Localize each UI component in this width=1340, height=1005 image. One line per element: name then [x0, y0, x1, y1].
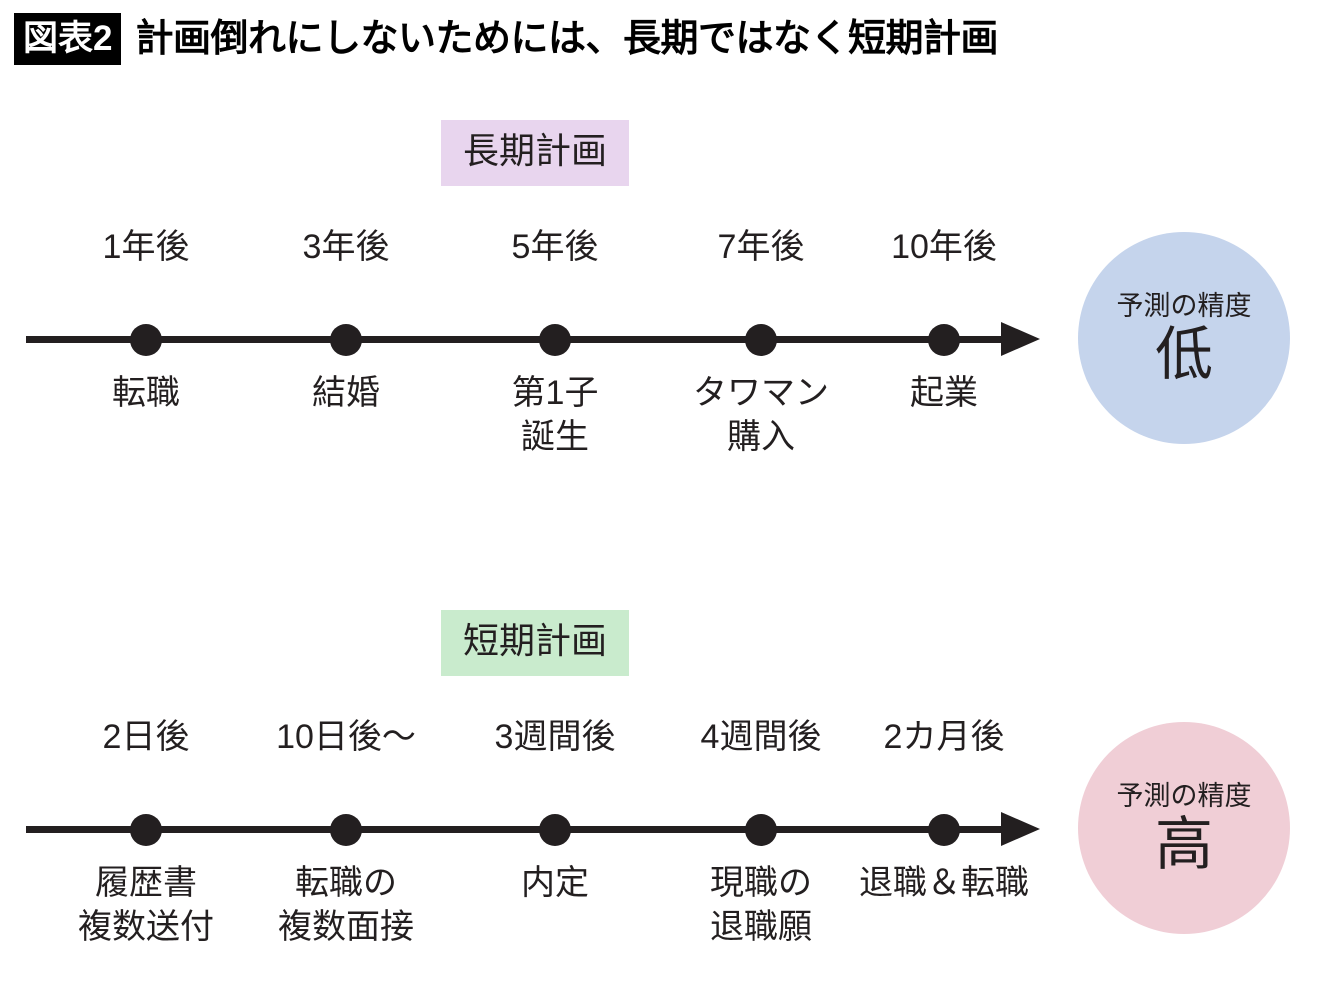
node-dot-icon: [928, 814, 960, 846]
node-event-label: 起業: [910, 374, 978, 412]
figure-number-badge: 図表2: [14, 13, 122, 65]
node-time-label: 10年後: [891, 228, 997, 266]
timeline-arrow-icon: [1001, 322, 1040, 356]
node-dot-icon: [330, 814, 362, 846]
section-badge-long-term: 長期計画: [440, 120, 629, 186]
node-time-label: 7年後: [717, 228, 805, 266]
node-time-label: 4週間後: [700, 718, 822, 756]
node-dot-icon: [539, 814, 571, 846]
timeline-axis-line: [26, 826, 1004, 833]
node-event-label: 転職の 複数面接: [278, 864, 414, 946]
node-dot-icon: [745, 814, 777, 846]
section-badge-wrap: 長期計画: [0, 120, 1070, 186]
page-title: 図表2 計画倒れにしないためには、長期ではなく短期計画: [14, 13, 998, 65]
node-event-label: 第1子 誕生: [511, 374, 599, 456]
node-event-label: 結婚: [312, 374, 380, 412]
node-time-label: 2カ月後: [883, 718, 1005, 756]
node-time-label: 10日後〜: [276, 718, 416, 756]
accuracy-caption: 予測の精度: [1116, 290, 1252, 321]
node-time-label: 5年後: [511, 228, 599, 266]
accuracy-value: 高: [1154, 811, 1213, 877]
node-event-label: タワマン 購入: [693, 374, 829, 456]
node-dot-icon: [745, 324, 777, 356]
timeline-axis-line: [26, 336, 1004, 343]
figure-title-text: 計画倒れにしないためには、長期ではなく短期計画: [135, 18, 998, 60]
accuracy-badge-low: 予測の精度 低: [1078, 232, 1290, 444]
node-event-label: 現職の 退職願: [710, 864, 812, 946]
accuracy-badge-high: 予測の精度 高: [1078, 722, 1290, 934]
node-dot-icon: [928, 324, 960, 356]
node-dot-icon: [539, 324, 571, 356]
section-badge-short-term: 短期計画: [440, 610, 629, 676]
timeline-long-term: 1年後 転職 3年後 結婚 5年後 第1子 誕生 7年後 タワマン 購入 10年…: [26, 228, 1040, 470]
node-time-label: 1年後: [102, 228, 190, 266]
section-badge-wrap: 短期計画: [0, 610, 1070, 676]
node-event-label: 履歴書 複数送付: [78, 864, 214, 946]
node-event-label: 転職: [112, 374, 180, 412]
timeline-arrow-icon: [1001, 812, 1040, 846]
accuracy-value: 低: [1154, 321, 1213, 387]
node-dot-icon: [130, 814, 162, 846]
node-event-label: 退職＆転職: [859, 864, 1029, 902]
node-event-label: 内定: [521, 864, 589, 902]
node-dot-icon: [330, 324, 362, 356]
node-time-label: 2日後: [102, 718, 190, 756]
node-dot-icon: [130, 324, 162, 356]
node-time-label: 3週間後: [494, 718, 616, 756]
timeline-short-term: 2日後 履歴書 複数送付 10日後〜 転職の 複数面接 3週間後 内定 4週間後…: [26, 718, 1040, 960]
accuracy-caption: 予測の精度: [1116, 780, 1252, 811]
node-time-label: 3年後: [302, 228, 390, 266]
